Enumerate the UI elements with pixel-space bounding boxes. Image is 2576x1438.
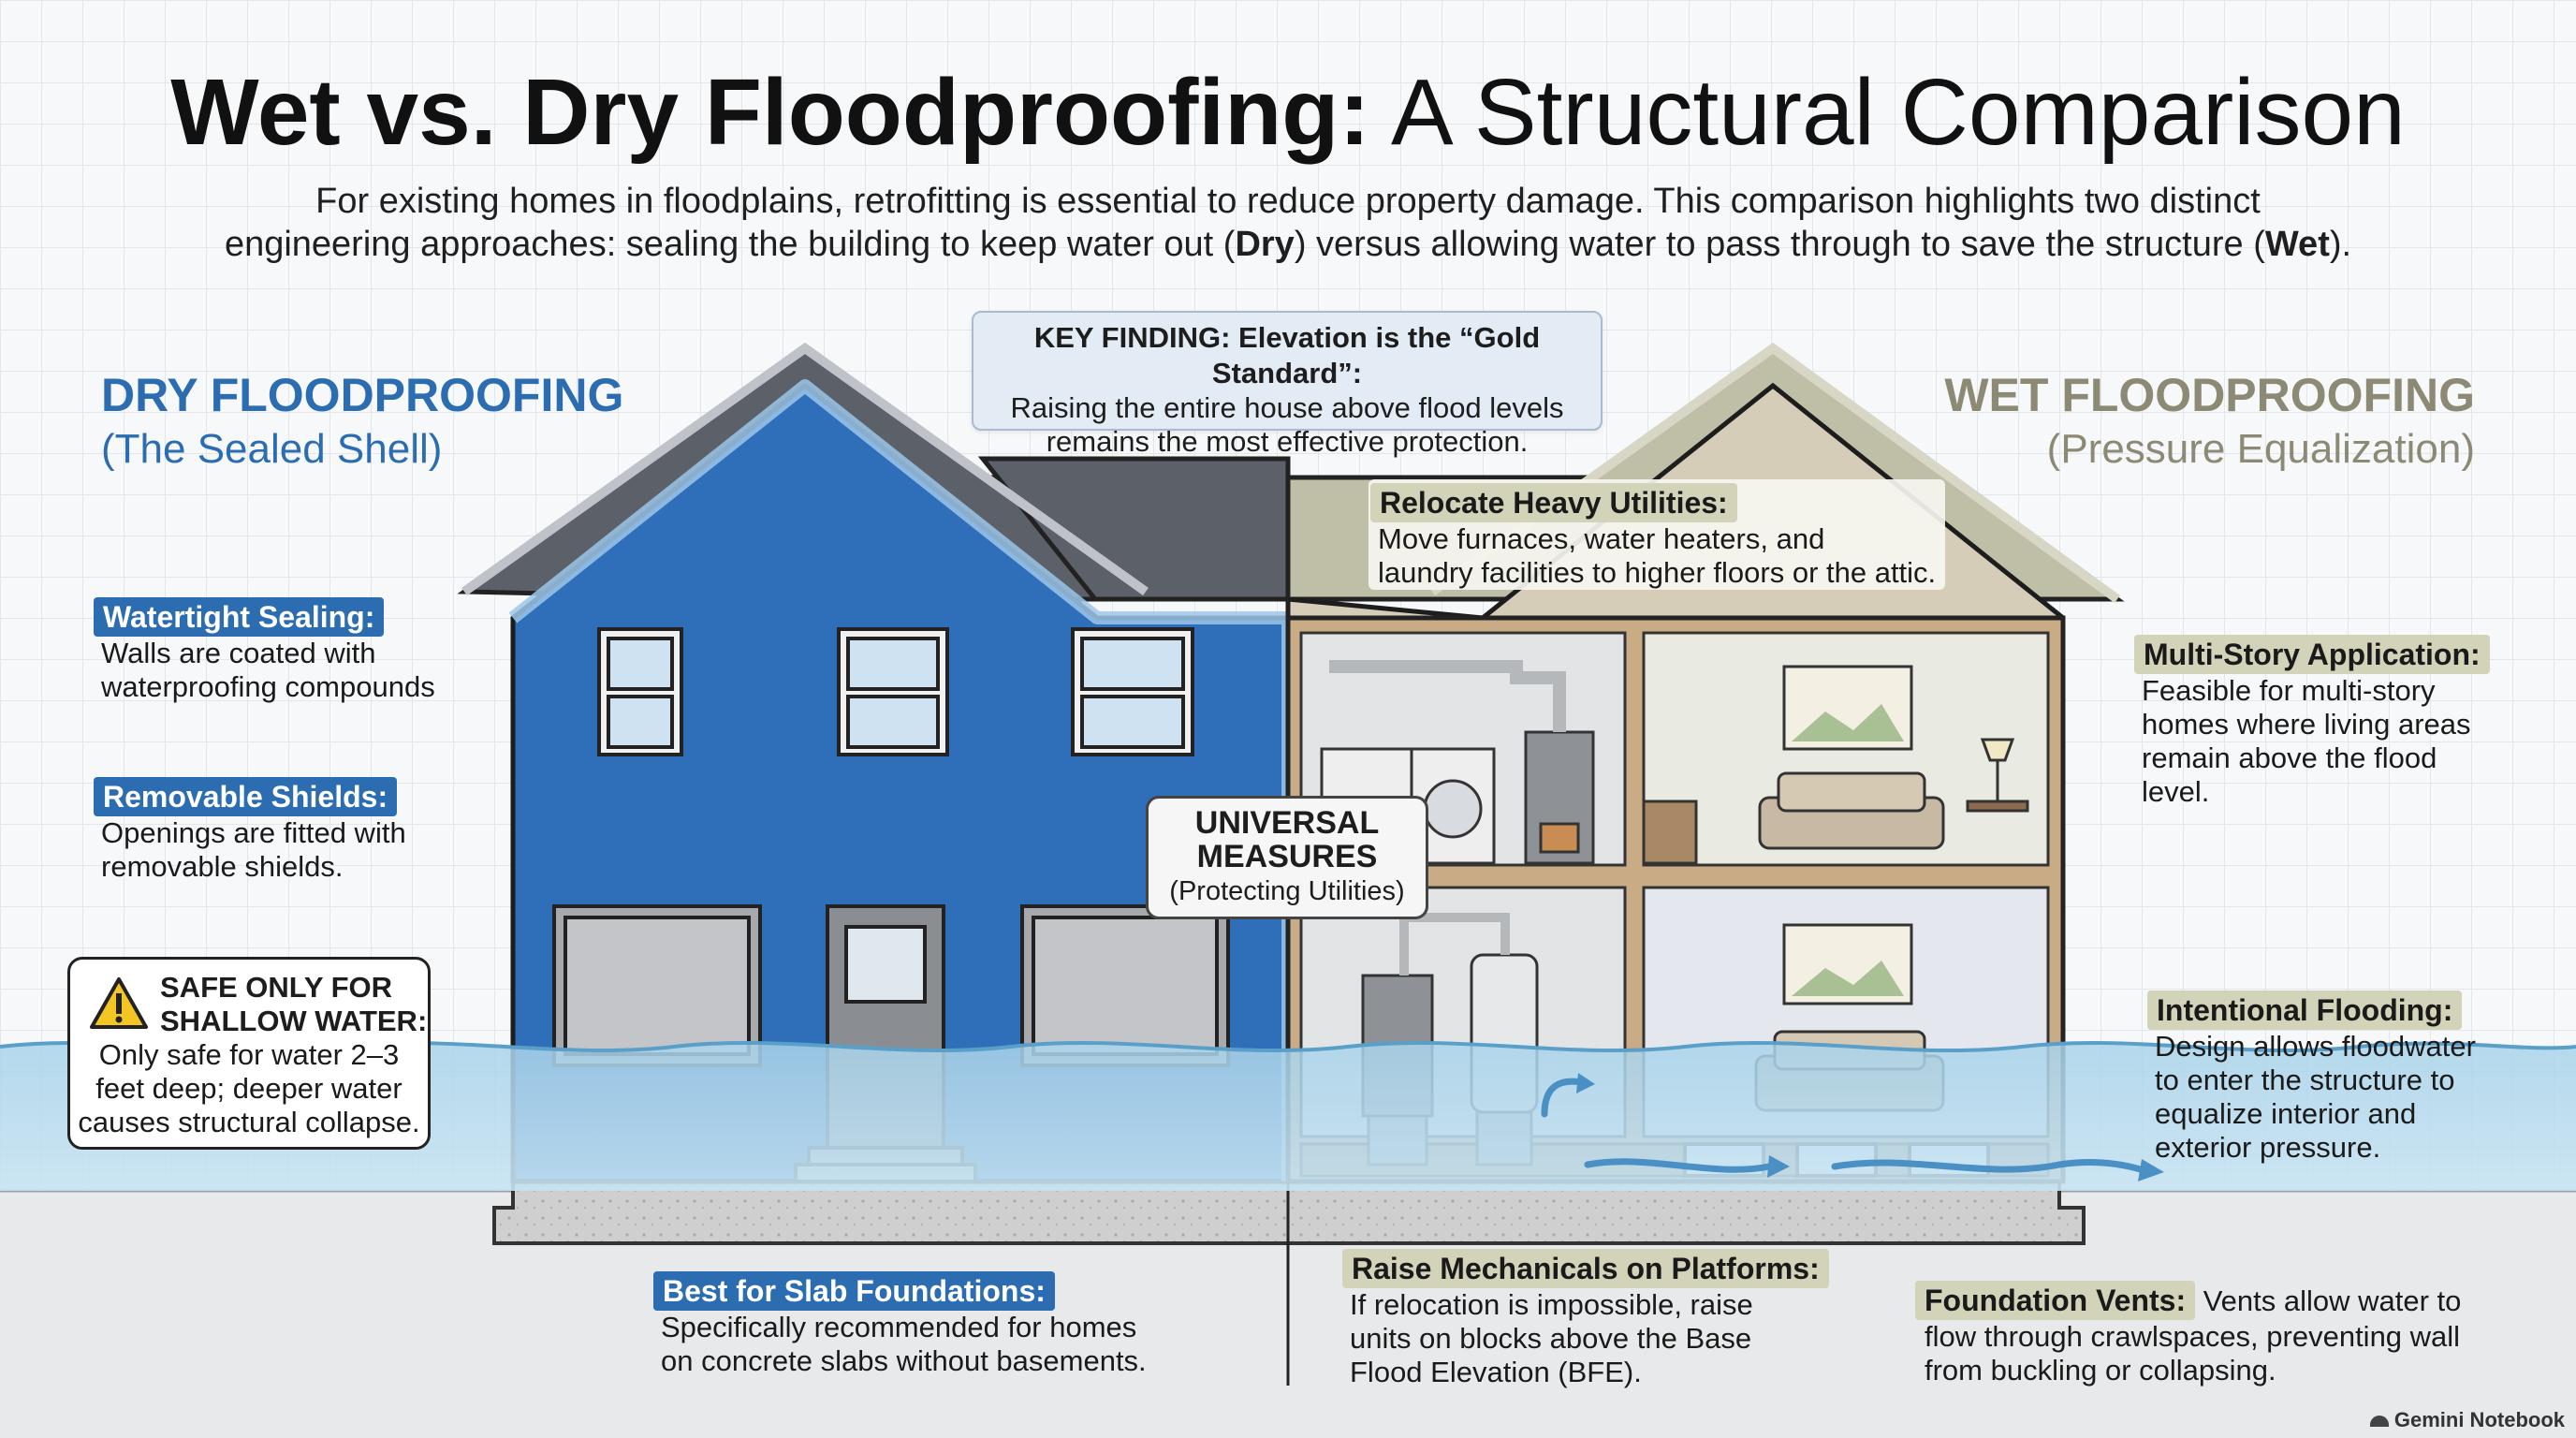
subtitle-text-a: engineering approaches: sealing the buil…	[224, 225, 1236, 264]
gemini-logo-text: Gemini Notebook	[2393, 1408, 2565, 1431]
vents-line-1: Foundation Vents: Vents allow water to	[1915, 1281, 2461, 1320]
key-finding-line-1: Raising the entire house above flood lev…	[1010, 391, 1564, 424]
dry-section-heading: DRY FLOODPROOFING (The Sealed Shell)	[101, 367, 623, 476]
subtitle-wet: Wet	[2264, 225, 2330, 264]
warning-line-1: Only safe for water 2–3	[98, 1038, 400, 1071]
dry-eave	[461, 342, 1149, 596]
shields-line-2: removable shields.	[101, 850, 344, 883]
upper-sofa	[1758, 771, 1945, 850]
warning-title-1: SAFE ONLY FOR	[160, 971, 393, 1004]
relocate-tag: Relocate Heavy Utilities:	[1370, 483, 1737, 522]
wet-section-heading: WET FLOODPROOFING (Pressure Equalization…	[1944, 367, 2475, 476]
flow-arrows	[1541, 1078, 2147, 1174]
dry-shield-left	[552, 904, 762, 1067]
shields-callout: Removable Shields: Openings are fitted w…	[94, 777, 406, 884]
dry-subtitle: (The Sealed Shell)	[101, 426, 443, 472]
upper-furnace	[1329, 660, 1595, 865]
warning-icon	[90, 977, 148, 1029]
watertight-tag: Watertight Sealing:	[94, 597, 385, 637]
universal-measures-box: UNIVERSAL MEASURES (Protecting Utilities…	[1146, 796, 1428, 919]
multistory-line-1: Feasible for multi-story	[2142, 674, 2436, 707]
slab-callout: Best for Slab Foundations: Specifically …	[653, 1271, 1147, 1378]
warning-line-2: feet deep; deeper water	[95, 1072, 402, 1105]
upper-lamp	[1642, 738, 2029, 865]
page-subtitle: For existing homes in floodplains, retro…	[187, 180, 2389, 266]
multistory-callout: Multi-Story Application: Feasible for mu…	[2134, 635, 2490, 809]
wet-title: WET FLOODPROOFING	[1944, 369, 2475, 421]
warning-title-2: SHALLOW WATER:	[160, 1005, 428, 1037]
title-bold: Wet vs. Dry Floodproofing:	[170, 60, 1370, 165]
slab-line-2: on concrete slabs without basements.	[661, 1344, 1147, 1377]
relocate-line-1: Move furnaces, water heaters, and	[1378, 522, 1825, 555]
intentional-tag: Intentional Flooding:	[2147, 990, 2463, 1030]
shields-tag: Removable Shields:	[94, 777, 398, 816]
shields-line-1: Openings are fitted with	[101, 816, 406, 849]
vents-callout: Foundation Vents: Vents allow water to f…	[1915, 1281, 2461, 1387]
slab-line-1: Specifically recommended for homes	[661, 1311, 1137, 1343]
intentional-line-1: Design allows floodwater	[2155, 1030, 2476, 1063]
intentional-flooding-callout: Intentional Flooding: Design allows floo…	[2147, 990, 2476, 1165]
key-finding-line-2: remains the most effective protection.	[1046, 425, 1529, 458]
multistory-line-4: level.	[2142, 775, 2210, 808]
warning-line-3: causes structural collapse.	[78, 1106, 420, 1138]
gemini-logo: Gemini Notebook	[2369, 1408, 2565, 1432]
vents-tag: Foundation Vents:	[1915, 1281, 2196, 1320]
waterline	[0, 1040, 2576, 1053]
platforms-line-2: units on blocks above the Base	[1350, 1322, 1752, 1355]
warning-title: SAFE ONLY FOR SHALLOW WATER:	[160, 971, 427, 1038]
dry-shield-right	[1020, 904, 1230, 1067]
shallow-water-warning: SAFE ONLY FOR SHALLOW WATER: Only safe f…	[67, 957, 431, 1150]
subtitle-line-1: For existing homes in floodplains, retro…	[315, 182, 2261, 221]
subtitle-dry: Dry	[1235, 225, 1295, 264]
platforms-line-1: If relocation is impossible, raise	[1350, 1288, 1753, 1321]
relocate-line-2: laundry facilities to higher floors or t…	[1378, 556, 1937, 589]
watertight-callout: Watertight Sealing: Walls are coated wit…	[94, 597, 435, 704]
vents-tail: Vents allow water to	[2195, 1284, 2462, 1317]
watertight-line-1: Walls are coated with	[101, 637, 376, 669]
key-finding-label: KEY FINDING: Elevation is the “Gold Stan…	[1033, 321, 1541, 389]
multistory-tag: Multi-Story Application:	[2134, 635, 2490, 674]
subtitle-line-2: engineering approaches: sealing the buil…	[187, 223, 2389, 266]
vents-line-3: from buckling or collapsing.	[1925, 1354, 2276, 1387]
wet-subtitle: (Pressure Equalization)	[2046, 426, 2475, 472]
platforms-line-3: Flood Elevation (BFE).	[1350, 1356, 1642, 1388]
page-title: Wet vs. Dry Floodproofing: A Structural …	[0, 58, 2576, 167]
universal-line-3: (Protecting Utilities)	[1169, 876, 1405, 906]
universal-line-1: UNIVERSAL	[1194, 805, 1380, 841]
universal-line-2: MEASURES	[1196, 839, 1378, 874]
key-finding-box: KEY FINDING: Elevation is the “Gold Stan…	[972, 311, 1603, 458]
subtitle-text-b: ) versus allowing water to pass through …	[1294, 225, 2265, 264]
upper-painting	[1782, 665, 1913, 751]
dry-window-1	[597, 627, 683, 756]
warning-body: Only safe for water 2–3 feet deep; deepe…	[70, 1038, 428, 1139]
intentional-line-3: equalize interior and	[2155, 1097, 2417, 1130]
slab-tag: Best for Slab Foundations:	[653, 1271, 1055, 1311]
platforms-tag: Raise Mechanicals on Platforms:	[1342, 1249, 1829, 1288]
dry-window-3	[1071, 627, 1194, 756]
flow-arrow-heads	[1576, 1073, 2164, 1181]
title-light: A Structural Comparison	[1369, 60, 2406, 165]
subtitle-text-c: ).	[2329, 225, 2352, 264]
gemini-logo-icon	[2369, 1416, 2389, 1428]
multistory-line-2: homes where living areas	[2142, 708, 2471, 741]
dry-window-2	[837, 627, 949, 756]
watertight-line-2: waterproofing compounds	[101, 670, 435, 703]
intentional-line-2: to enter the structure to	[2155, 1064, 2455, 1096]
floodwater	[0, 1042, 2576, 1191]
platforms-callout: Raise Mechanicals on Platforms: If reloc…	[1342, 1249, 1829, 1389]
vents-line-2: flow through crawlspaces, preventing wal…	[1925, 1320, 2461, 1353]
dry-title: DRY FLOODPROOFING	[101, 369, 624, 421]
intentional-line-4: exterior pressure.	[2155, 1131, 2381, 1164]
lower-painting	[1782, 923, 1913, 1005]
relocate-callout: Relocate Heavy Utilities: Move furnaces,…	[1368, 479, 1945, 590]
multistory-line-3: remain above the flood	[2142, 741, 2437, 774]
